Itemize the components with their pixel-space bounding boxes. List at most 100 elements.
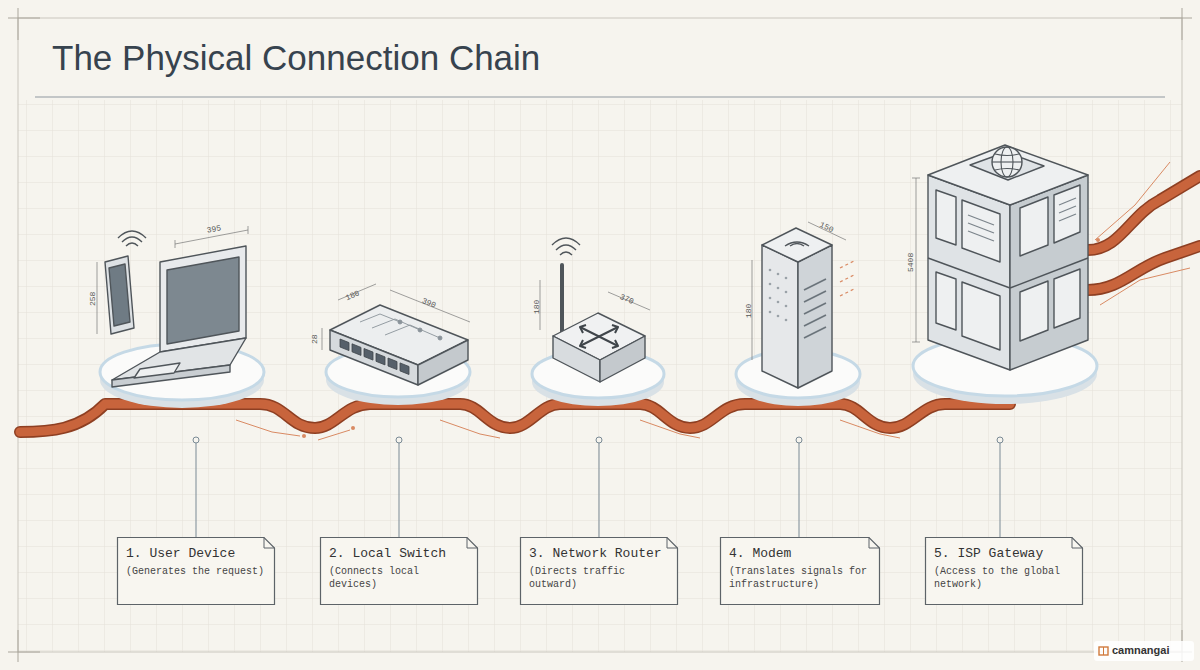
modem-illustration-part-part — [769, 311, 772, 314]
router-illustration-part — [580, 325, 618, 348]
modem-illustration-part-part — [804, 291, 826, 302]
laptop-phone-illustration-part — [160, 246, 246, 352]
modem-illustration-part — [785, 242, 809, 246]
box-border — [721, 538, 880, 605]
isp-gateway-illustration-part-part — [1059, 214, 1076, 221]
cable-part — [302, 434, 306, 438]
switch-illustration — [322, 284, 470, 385]
modem-illustration-part-part — [769, 283, 772, 286]
isp-gateway-illustration-part — [1010, 175, 1088, 370]
watermark-icon-part — [1103, 647, 1104, 655]
isp-gateway-illustration-part — [912, 342, 920, 343]
background-part — [18, 100, 1182, 652]
isp-gateway-illustration-part-part — [1020, 281, 1048, 341]
modem-illustration-part — [840, 260, 856, 296]
switch-illustration-part — [390, 290, 470, 322]
cable-part — [1088, 176, 1200, 250]
box-heading: 3. Network Router — [529, 546, 669, 561]
switch-illustration-part-part — [438, 336, 442, 340]
router-illustration-part-part — [580, 327, 618, 346]
label-box: 3. Network Router (Directs traffic outwar… — [520, 537, 678, 605]
switch-illustration-part — [360, 314, 442, 340]
leader-lines-part — [196, 440, 197, 537]
cable-part — [1096, 238, 1100, 242]
router-illustration-part-part — [612, 325, 618, 333]
cable-part — [1100, 268, 1190, 305]
cable-part — [351, 426, 355, 430]
modem-illustration-part-part — [777, 301, 780, 304]
box-border — [321, 538, 478, 605]
laptop-phone-illustration-part — [126, 243, 138, 246]
isp-gateway-illustration-part-part — [962, 282, 1000, 350]
box-border — [521, 538, 678, 605]
box-description: (Generates the request) — [126, 565, 266, 578]
switch-illustration-part-part — [360, 314, 400, 322]
switch-illustration-part — [322, 328, 323, 350]
isp-gateway-illustration-part-part — [968, 223, 994, 233]
leader-lines-part — [997, 437, 1003, 443]
isp-gateway-illustration-part — [916, 178, 917, 342]
modem-illustration-part-part — [769, 269, 772, 272]
switch-illustration-part — [340, 339, 409, 375]
modem-illustration-part-part — [804, 315, 826, 326]
modem-illustration-part — [804, 279, 826, 338]
router-illustration-part — [552, 238, 580, 245]
modem-illustration-part-part — [785, 319, 788, 322]
switch-illustration-part — [418, 340, 468, 385]
leader-lines-part — [193, 437, 199, 443]
router-illustration-part-part — [580, 340, 586, 348]
router-illustration-part — [553, 336, 600, 382]
folded-corner — [667, 538, 678, 549]
modem-illustration-part-part — [804, 279, 826, 290]
isp-gateway-illustration-part-part — [968, 215, 994, 225]
box-border — [926, 538, 1083, 605]
modem-illustration-part-part — [777, 315, 780, 318]
isp-gateway-illustration-part — [992, 147, 1022, 177]
leader-lines-part — [599, 440, 600, 537]
laptop-phone-illustration-part — [134, 363, 180, 378]
modem-illustration-part — [798, 245, 832, 388]
laptop-phone-illustration-part — [109, 264, 130, 326]
cable — [20, 162, 1200, 440]
isp-gateway-illustration-part — [928, 175, 1010, 370]
isp-gateway-illustration-part-part — [995, 169, 1019, 171]
laptop-phone-illustration-part — [122, 237, 142, 242]
router-illustration-part — [600, 336, 645, 382]
isp-gateway-illustration-part-part — [1059, 198, 1076, 205]
box-description: (Directs traffic outward) — [529, 565, 669, 591]
box-border — [118, 538, 275, 605]
leader-lines-part — [399, 440, 400, 537]
dimension-label: 258 — [88, 292, 97, 306]
dimension-label: 180 — [532, 300, 541, 314]
modem-illustration-part-part — [777, 273, 780, 276]
watermark-icon — [1094, 641, 1194, 661]
background-part — [18, 630, 19, 662]
isp-gateway-illustration-part — [912, 178, 920, 179]
modem-illustration-part-part — [840, 274, 856, 282]
router-illustration-part — [560, 252, 572, 255]
isp-gateway-illustration-part-part — [936, 190, 956, 245]
isp-gateway-illustration-part-part — [968, 231, 994, 241]
cable-part — [1088, 246, 1200, 290]
leader-lines-part — [1000, 440, 1001, 537]
modem-illustration-part-part — [777, 287, 780, 290]
switch-illustration-part-part — [376, 353, 385, 365]
laptop-phone-illustration-part — [248, 226, 249, 234]
leader-lines-part — [799, 440, 800, 537]
switch-illustration-part-part — [388, 358, 397, 370]
cable-part — [318, 430, 350, 440]
cable-part — [640, 420, 700, 438]
folded-corner — [1072, 538, 1083, 549]
modem-illustration-part-part — [840, 288, 856, 296]
leader-lines — [193, 437, 1003, 537]
box-description: (Translates signals for infrastructure) — [729, 565, 871, 591]
folded-corner — [264, 538, 275, 549]
laptop-phone-illustration — [97, 226, 248, 387]
router-illustration-part — [556, 245, 576, 250]
modem-illustration-part-part — [804, 303, 826, 314]
folded-corner — [467, 538, 478, 549]
isp-gateway-illustration-part-part — [1059, 206, 1076, 213]
dimension-label: 5408 — [906, 253, 915, 272]
modem-illustration-part-part — [840, 260, 856, 268]
